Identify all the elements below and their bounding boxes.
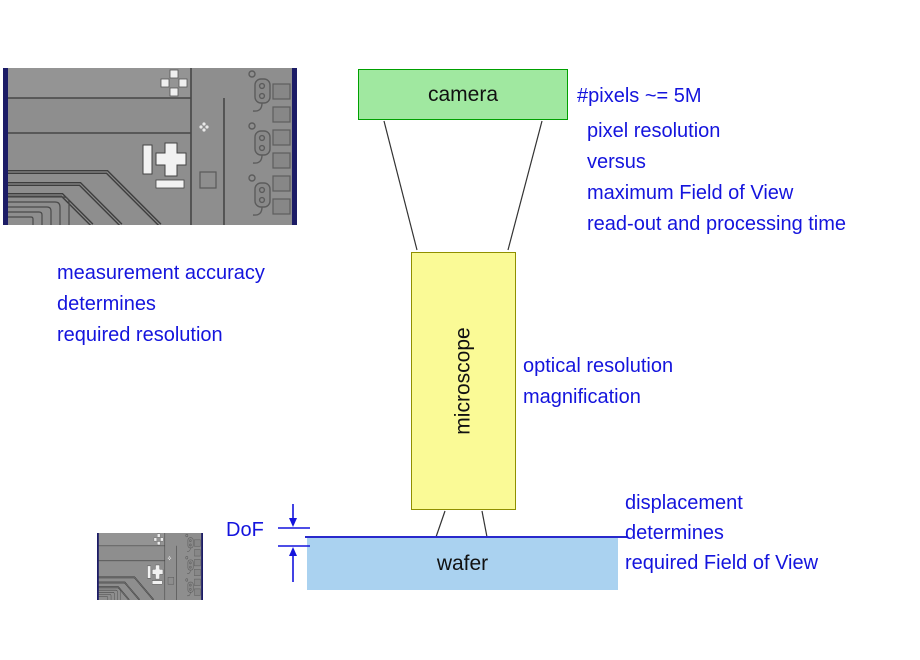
dof-arrow-down-icon (289, 518, 297, 527)
wafer-photo-large (3, 68, 297, 225)
annotation-line: required Field of View (625, 552, 819, 574)
annotation-line: optical resolution (523, 355, 674, 377)
annotation-line: required resolution (57, 324, 223, 346)
dof-label: DoF (226, 519, 264, 541)
annotation-line: versus (587, 151, 646, 173)
camera-box: camera (358, 69, 568, 120)
microscope-box: microscope (411, 252, 516, 510)
annotation-line: displacement (625, 492, 743, 514)
annotation-line: determines (57, 293, 156, 315)
accuracy-notes-block: measurement accuracy determines required… (57, 258, 265, 351)
dof-arrow-up-icon (289, 547, 297, 556)
camera-label: camera (427, 82, 499, 106)
dof-dimension-arrows (278, 504, 310, 582)
wafer-label: wafer (436, 552, 489, 575)
camera-light-cone-lines (383, 120, 543, 251)
pixels-count-note: #pixels ~= 5M (577, 85, 702, 107)
camera-notes-block: pixel resolution versus maximum Field of… (587, 116, 846, 240)
wafer-photo-small (97, 533, 203, 600)
annotation-line: maximum Field of View (587, 182, 794, 204)
objective-light-cone-lines (435, 510, 488, 538)
annotation-line: measurement accuracy (57, 262, 265, 284)
annotation-line: determines (625, 522, 724, 544)
microscope-notes-block: optical resolution magnification (523, 351, 673, 413)
wafer-surface-line (305, 536, 628, 538)
annotation-line: pixel resolution (587, 120, 721, 142)
microscope-label: microscope (451, 327, 475, 435)
annotation-line: magnification (523, 386, 641, 408)
annotation-line: read-out and processing time (587, 213, 847, 235)
displacement-notes-block: displacement determines required Field o… (625, 488, 818, 578)
wafer-box: wafer (307, 538, 618, 590)
